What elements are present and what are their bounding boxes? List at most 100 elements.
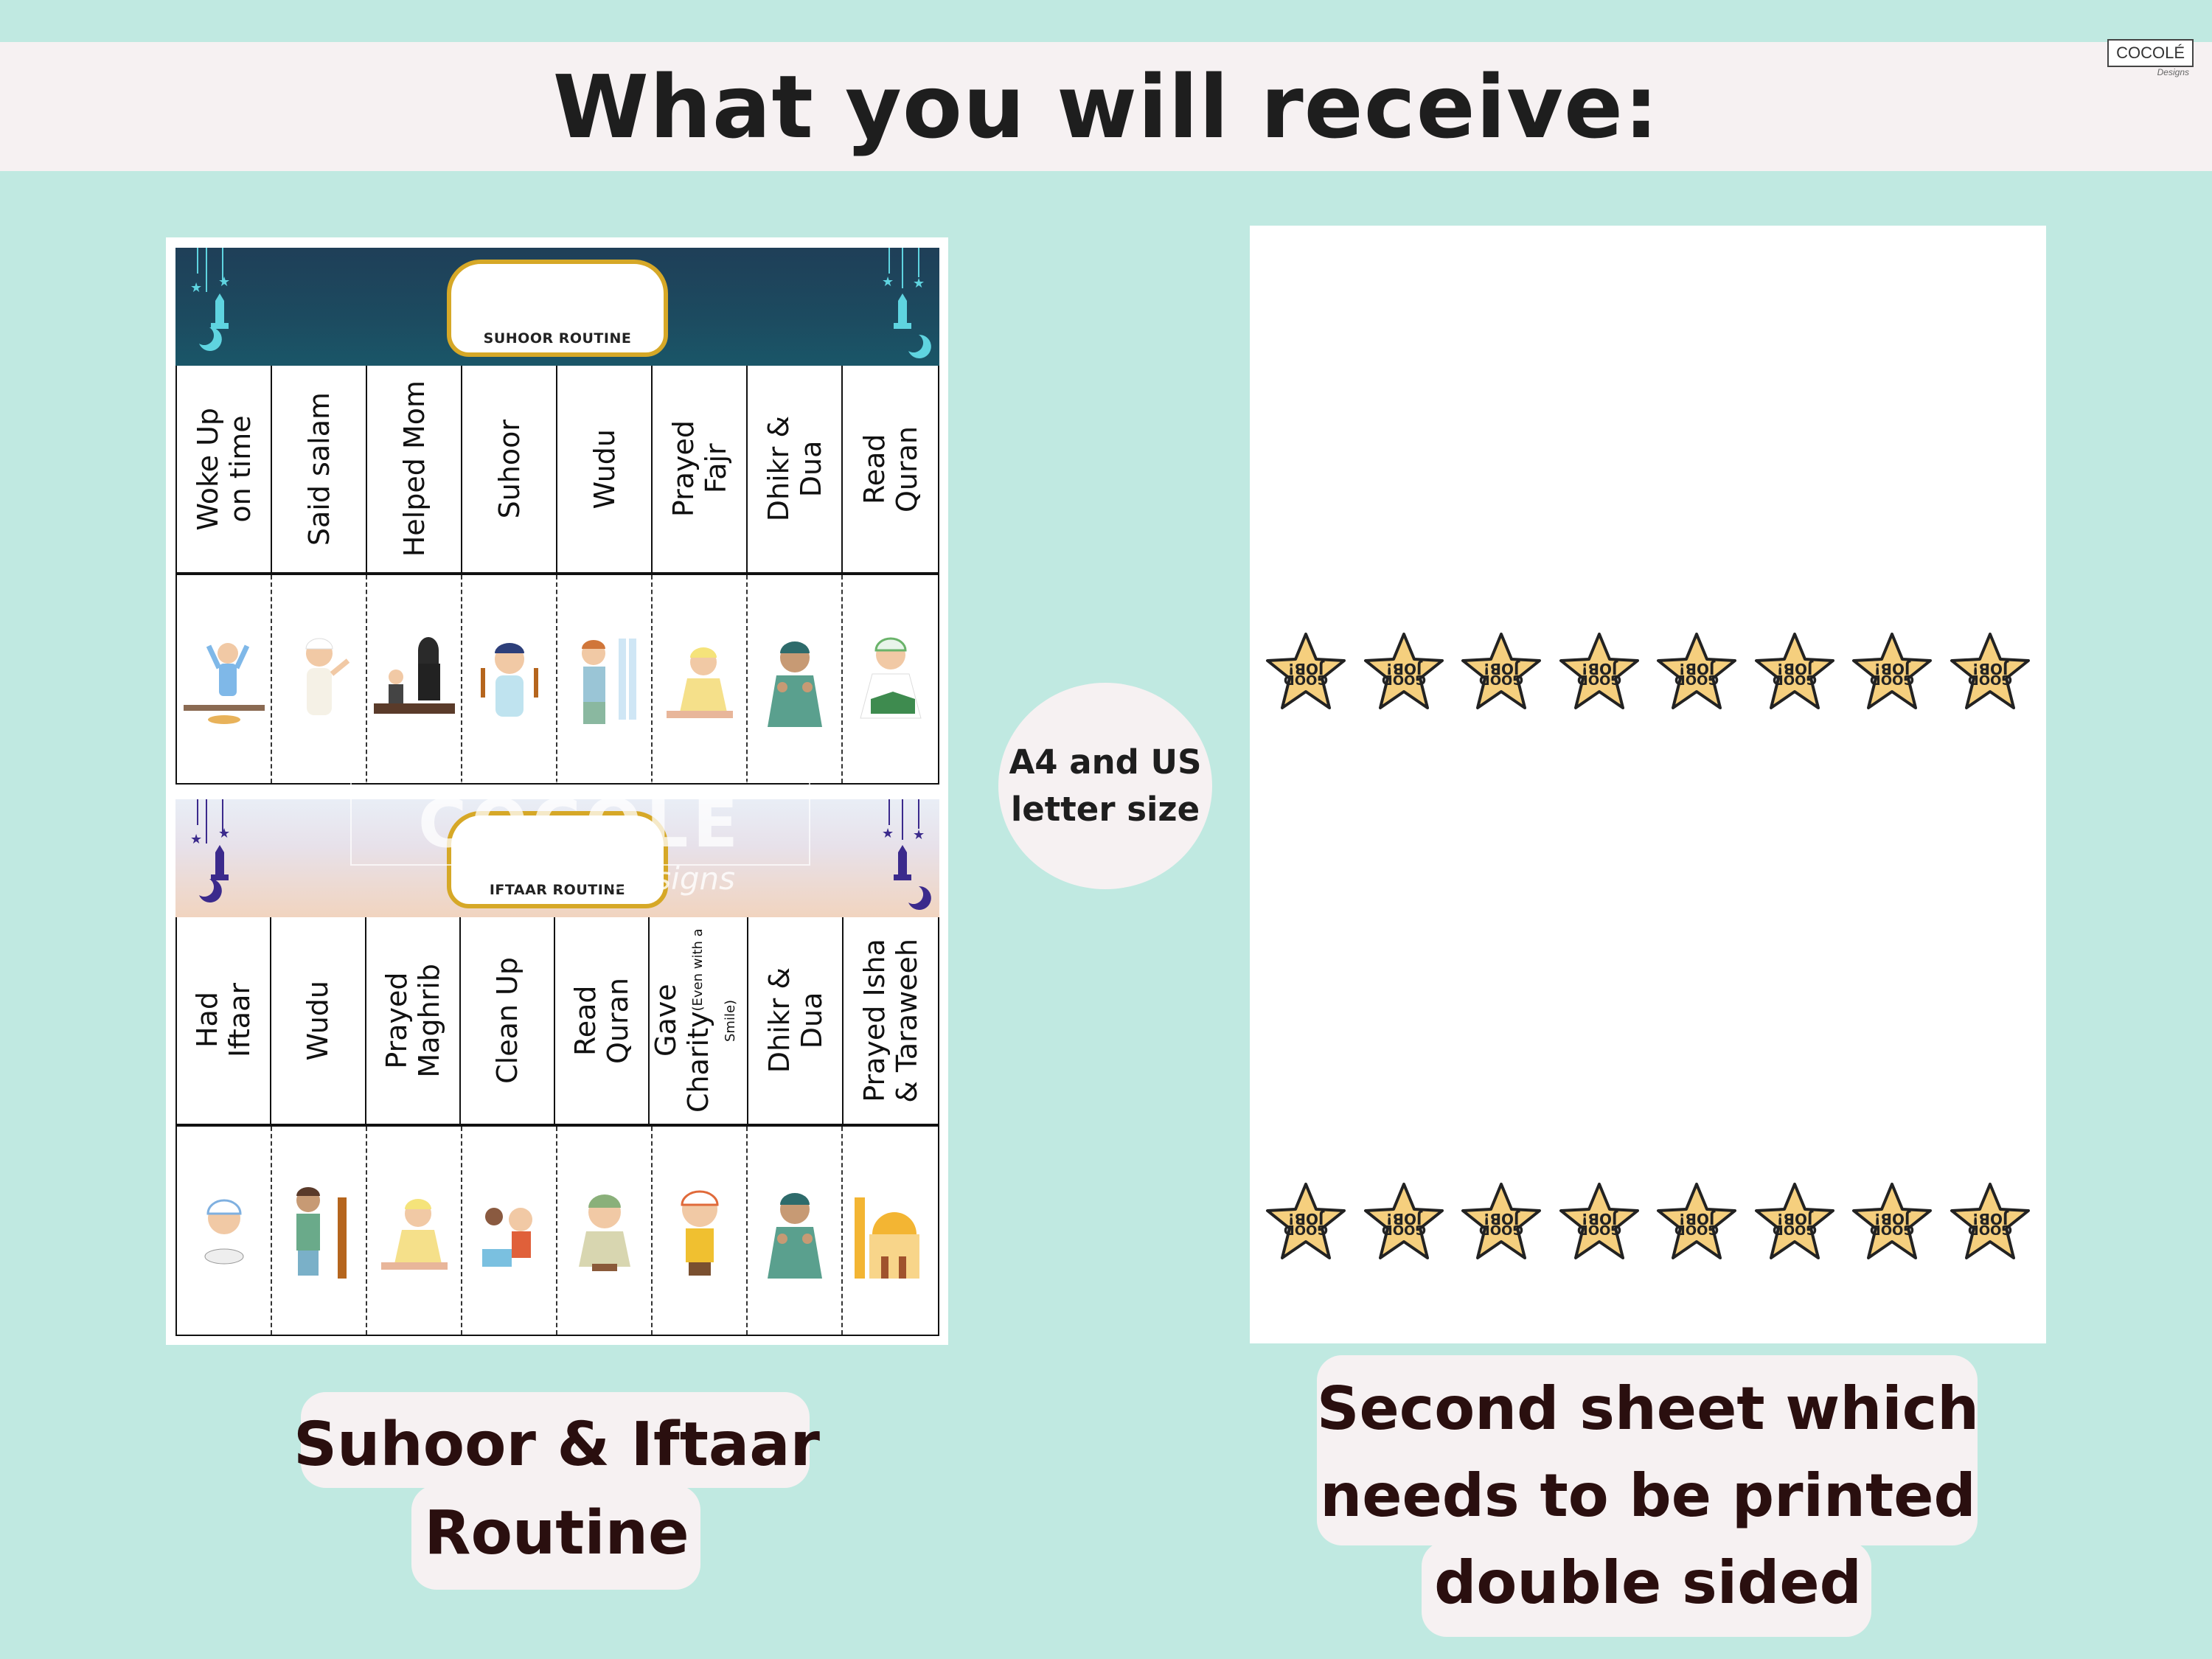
suhoor-illustrations xyxy=(175,575,939,785)
star-text-bottom: GOOD xyxy=(1284,672,1328,687)
illustration-cell xyxy=(272,1127,367,1335)
star-text-top: JOB! xyxy=(1874,1210,1912,1228)
child-reading-quran-illustration xyxy=(578,1194,630,1271)
watermark-sub: Designs xyxy=(612,860,735,897)
good-job-star-icon: JOB!GOOD xyxy=(1950,633,2030,709)
illustration-cell xyxy=(843,575,938,783)
star-text-top: JOB! xyxy=(1776,660,1814,678)
star-text-top: JOB! xyxy=(1776,1210,1814,1228)
title-banner: What you will receive: xyxy=(0,42,2212,171)
good-job-star-icon: JOB!GOOD xyxy=(1363,633,1444,709)
watermark: COCOLÉ Designs xyxy=(350,782,810,897)
svg-text:★: ★ xyxy=(913,827,925,843)
good-job-star-icon: JOB!GOOD xyxy=(1657,1183,1737,1259)
star-text-bottom: GOOD xyxy=(1674,672,1719,687)
star-text-bottom: GOOD xyxy=(1968,1222,2012,1237)
child-waking-illustration xyxy=(183,643,265,724)
task-cell: Dhikr & Dua xyxy=(748,917,844,1125)
task-cell: Prayed Isha & Taraweeh xyxy=(843,917,938,1125)
child-dua-illustration xyxy=(767,1193,822,1279)
task-label: Wudu xyxy=(588,428,621,509)
star-text-top: JOB! xyxy=(1288,1210,1326,1228)
task-cell: Wudu xyxy=(557,366,653,574)
iftaar-section: ★★ IFTAAR ROUTINE ★★ Had Iftaar Wudu Pra… xyxy=(175,799,939,1336)
suhoor-section: ★★ SUHOOR ROUTINE ★★ Woke Up on time Sai… xyxy=(175,248,939,785)
suhoor-header: ★★ SUHOOR ROUTINE ★★ xyxy=(175,248,939,366)
task-cell: Helped Mom xyxy=(367,366,462,574)
task-label: Prayed Isha & Taraweeh xyxy=(858,938,923,1103)
suhoor-title: SUHOOR ROUTINE xyxy=(483,330,632,347)
star-text-top: JOB! xyxy=(1385,660,1423,678)
iftaar-illustrations xyxy=(175,1127,939,1336)
star-text-top: JOB! xyxy=(1679,660,1717,678)
star-text-bottom: GOOD xyxy=(1870,1222,1914,1237)
task-label: Clean Up xyxy=(490,957,524,1084)
lantern-icon: ★★ xyxy=(190,799,230,902)
illustration-cell xyxy=(748,575,843,783)
star-text-bottom: GOOD xyxy=(1968,672,2012,687)
star-text-top: JOB! xyxy=(1972,1210,2010,1228)
task-cell: Suhoor xyxy=(462,366,557,574)
illustration-cell xyxy=(177,1127,272,1335)
illustration-cell xyxy=(272,575,367,783)
child-praying-illustration xyxy=(380,1199,448,1270)
size-badge: A4 and US letter size xyxy=(998,683,1212,889)
task-label: Helped Mom xyxy=(397,380,431,557)
good-job-star-icon: JOB!GOOD xyxy=(1461,633,1542,709)
good-job-star-icon: JOB!GOOD xyxy=(1852,633,1933,709)
illustration-cell xyxy=(653,1127,748,1335)
illustration-cell xyxy=(557,1127,653,1335)
page-title: What you will receive: xyxy=(552,55,1660,158)
good-job-star-icon: JOB!GOOD xyxy=(1754,1183,1834,1259)
star-text-bottom: GOOD xyxy=(1479,1222,1523,1237)
star-text-bottom: GOOD xyxy=(1381,672,1425,687)
task-cell: Gave Charity(Even with a Smile) xyxy=(650,917,749,1125)
illustration-cell xyxy=(367,1127,462,1335)
caption-right-bg xyxy=(1422,1541,1871,1637)
child-suhoor-illustration xyxy=(480,643,538,717)
star-text-bottom: GOOD xyxy=(1577,672,1621,687)
illustration-cell xyxy=(462,575,557,783)
brand-sub: Designs xyxy=(2157,67,2189,77)
routine-sheet-preview: ★★ SUHOOR ROUTINE ★★ Woke Up on time Sai… xyxy=(166,237,948,1345)
task-cell: Clean Up xyxy=(460,917,556,1125)
illustration-cell xyxy=(748,1127,843,1335)
lantern-icon: ★★ xyxy=(882,799,931,910)
helping-mom-illustration xyxy=(373,637,455,714)
task-label: Had Iftaar xyxy=(191,983,257,1058)
svg-text:★: ★ xyxy=(190,280,202,296)
star-text-top: JOB! xyxy=(1484,660,1521,678)
good-job-star-icon: JOB!GOOD xyxy=(1657,633,1737,709)
iftaar-header: ★★ IFTAAR ROUTINE ★★ xyxy=(175,799,939,917)
iftaar-title: IFTAAR ROUTINE xyxy=(489,882,626,898)
child-dua-illustration xyxy=(767,641,822,727)
svg-text:★: ★ xyxy=(190,832,202,847)
star-text-top: JOB! xyxy=(1484,1210,1521,1228)
task-label: Prayed Maghrib xyxy=(380,963,445,1078)
star-text-bottom: GOOD xyxy=(1577,1222,1621,1237)
task-cell: Had Iftaar xyxy=(177,917,272,1125)
task-label: Dhikr & Dua xyxy=(762,967,828,1074)
illustration-cell xyxy=(367,575,462,783)
svg-text:★: ★ xyxy=(218,274,230,290)
star-text-top: JOB! xyxy=(1679,1210,1717,1228)
iftaar-task-labels: Had Iftaar Wudu Prayed Maghrib Clean Up … xyxy=(175,917,939,1127)
star-text-top: JOB! xyxy=(1972,660,2010,678)
star-text-bottom: GOOD xyxy=(1381,1222,1425,1237)
watermark-text: COCOLÉ xyxy=(418,785,742,863)
task-label: Suhoor xyxy=(493,419,526,519)
task-label: Wudu xyxy=(302,980,335,1061)
task-label: Woke Up on time xyxy=(191,407,257,531)
task-label: Said salam xyxy=(302,392,335,546)
caption-left-bg xyxy=(411,1485,700,1590)
caption-left: Suhoor & Iftaar Routine xyxy=(293,1410,821,1568)
good-job-star-icon: JOB!GOOD xyxy=(1950,1183,2030,1259)
task-cell: Said salam xyxy=(272,366,367,574)
star-text-bottom: GOOD xyxy=(1284,1222,1328,1237)
child-charity-illustration xyxy=(680,1190,719,1276)
illustration-cell xyxy=(653,575,748,783)
